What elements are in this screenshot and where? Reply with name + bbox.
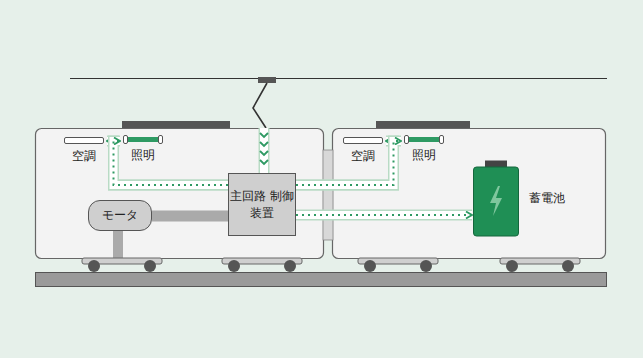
connector-stroke (107, 141, 228, 185)
storage-battery: 蓄電池 (473, 160, 593, 237)
aircon-unit: 空調 (62, 134, 106, 164)
connector-stroke (296, 214, 472, 216)
connector-stroke (296, 141, 401, 185)
aircon-unit: 空調 (341, 134, 385, 164)
light-icon (404, 136, 444, 143)
light-cap (404, 135, 409, 144)
light-tube (408, 137, 440, 142)
car-body (36, 129, 324, 259)
connector-stroke (107, 141, 228, 185)
connector-stroke (296, 141, 401, 185)
aircon-icon (343, 137, 383, 144)
connector-stroke (114, 141, 229, 185)
light-cap (158, 135, 163, 144)
pantograph-arm (253, 83, 267, 128)
roof-equipment (122, 121, 230, 129)
power-flow (296, 141, 401, 185)
rail (36, 273, 607, 287)
connector-stroke (296, 141, 394, 185)
connector-stroke (296, 141, 394, 185)
node-label: 主回路 制御 装置 (229, 188, 295, 220)
light-cap (123, 135, 128, 144)
car-body (333, 129, 606, 259)
battery-symbol (473, 160, 519, 237)
drive-link (152, 216, 228, 217)
connector-stroke (114, 141, 229, 185)
connector-stroke (296, 211, 472, 219)
power-flow (296, 141, 394, 185)
node-label: モータ (102, 207, 138, 223)
light-cap (439, 135, 444, 144)
connector-stroke (114, 141, 229, 185)
node-label: 照明 (412, 148, 436, 163)
motor-shaft (113, 231, 123, 258)
connector-stroke (107, 141, 228, 185)
light-icon (123, 136, 163, 143)
power-flow (107, 141, 228, 185)
connector-stroke (296, 215, 472, 216)
connector-stroke (296, 141, 394, 185)
light-tube (127, 137, 159, 142)
node-label: 空調 (72, 149, 96, 164)
connector-stroke (296, 141, 401, 185)
overhead-wire (70, 78, 607, 79)
connector-stroke (296, 141, 394, 185)
connector-stroke (114, 141, 229, 185)
pantograph-shoe (258, 77, 276, 83)
motor-box: モータ (88, 200, 152, 231)
lighting-unit: 照明 (121, 134, 165, 163)
connector-stroke (296, 141, 401, 185)
gangway (323, 150, 333, 240)
power-flow (114, 141, 229, 185)
power-flow (296, 215, 472, 216)
node-label: 蓄電池 (529, 191, 565, 206)
wheels (88, 260, 574, 272)
connector-stroke (107, 141, 228, 185)
connector-stroke (296, 210, 472, 221)
node-label: 空調 (351, 149, 375, 164)
pantograph-feed (260, 128, 268, 173)
roof-equipment (376, 121, 470, 129)
node-label: 照明 (131, 148, 155, 163)
lighting-unit: 照明 (402, 134, 446, 163)
bogies (82, 258, 580, 264)
main-circuit-controller: 主回路 制御 装置 (228, 173, 296, 236)
aircon-icon (64, 137, 104, 144)
connector-stroke (152, 211, 228, 222)
